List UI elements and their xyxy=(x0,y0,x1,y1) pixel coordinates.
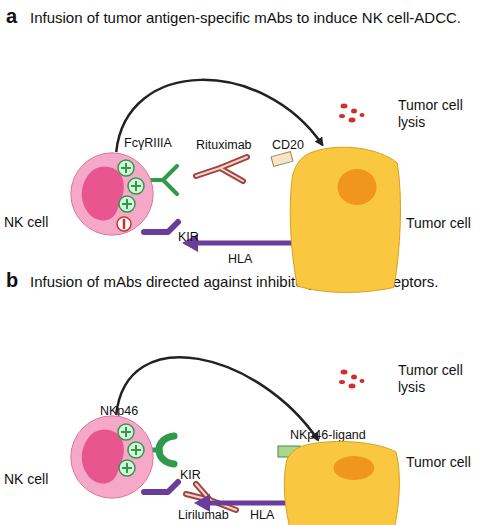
ligand-label: NKp46-ligand xyxy=(290,428,366,443)
tumor-cell-shape xyxy=(282,440,402,525)
plus-mark xyxy=(121,163,131,173)
rituximab-antibody xyxy=(196,157,247,181)
plus-mark xyxy=(122,463,132,473)
receptor-label: FcγRIIIA xyxy=(124,136,172,151)
receptor-label: KIR xyxy=(178,230,199,245)
hla-arrow-line xyxy=(196,241,292,246)
lysis-arrow xyxy=(116,80,322,152)
cell-nucleus xyxy=(82,166,124,220)
cell-label: Tumor cell xyxy=(406,215,471,232)
fragment xyxy=(349,118,356,123)
plus-symbol xyxy=(128,442,144,458)
fragment xyxy=(351,375,357,380)
nk-cell-shape xyxy=(70,415,154,499)
cell-body xyxy=(284,441,399,525)
kir-receptor-shape xyxy=(144,482,178,492)
lysis-fragments xyxy=(339,104,365,123)
cell-body xyxy=(290,147,400,292)
lysis-arrow xyxy=(116,357,318,440)
inhibition-signal xyxy=(117,217,131,231)
antibody-label: Rituximab xyxy=(196,138,252,153)
ligand-label: HLA xyxy=(228,252,252,267)
plus-mark xyxy=(131,445,141,455)
kir-receptor-shape xyxy=(144,222,178,232)
minus-symbol xyxy=(117,217,131,231)
kir-receptor xyxy=(144,222,178,232)
fragment xyxy=(339,114,345,118)
nk-cell: NK cell xyxy=(70,152,154,236)
plus-symbol xyxy=(118,160,134,176)
plus-symbol xyxy=(118,424,134,440)
lirilumab-antibody xyxy=(186,484,236,510)
antibody-inner xyxy=(196,157,247,181)
fragment xyxy=(349,384,356,389)
panel-title: Infusion of mAbs directed against inhibi… xyxy=(30,273,490,291)
fragment xyxy=(351,109,357,114)
ligand-label: HLA xyxy=(250,508,274,523)
cd20-antigen xyxy=(271,152,293,167)
tumor-cell-shape xyxy=(288,145,403,295)
cell-nucleus xyxy=(337,169,376,205)
cell-body xyxy=(71,416,153,498)
activation-signals xyxy=(118,160,144,476)
hla-arrow-line xyxy=(208,501,290,506)
nkp46-cup xyxy=(159,436,174,464)
fragment xyxy=(341,104,348,109)
fragment xyxy=(360,113,365,117)
antibody-outline xyxy=(186,484,236,510)
tumor-cell: Tumor cell xyxy=(288,145,403,295)
fragment xyxy=(360,379,365,383)
plus-mark xyxy=(131,181,141,191)
plus-mark xyxy=(121,427,131,437)
cell-nucleus xyxy=(334,456,375,480)
cell-nucleus xyxy=(82,429,124,483)
receptor-label: KIR xyxy=(180,468,201,483)
nk-cell-shape xyxy=(70,152,154,236)
antibody-inner xyxy=(186,484,236,510)
plus-symbol xyxy=(119,196,135,212)
cell-label: NK cell xyxy=(4,471,48,488)
cell-body xyxy=(71,153,153,235)
minus-mark xyxy=(123,219,126,229)
panel-letter: b xyxy=(6,268,18,292)
antibody-outline xyxy=(196,157,247,181)
antibody-label: Lirilumab xyxy=(178,508,229,523)
plus-marks xyxy=(121,163,141,473)
tumor-cell: Tumor cell xyxy=(282,440,402,525)
outcome-label: Tumor cell lysis xyxy=(398,362,478,396)
outcome-label: Tumor cell lysis xyxy=(398,97,478,131)
cell-label: Tumor cell xyxy=(406,454,471,471)
cell-label: NK cell xyxy=(4,214,48,231)
nk-cell: NK cell xyxy=(70,415,154,499)
fragment xyxy=(341,370,348,375)
plus-mark xyxy=(122,199,132,209)
panel-letter: a xyxy=(6,4,17,28)
panel-title: Infusion of tumor antigen-specific mAbs … xyxy=(30,9,490,27)
lysis-fragments xyxy=(339,370,365,389)
kir-receptor xyxy=(144,482,178,492)
antigen-label: CD20 xyxy=(272,138,304,153)
fragment xyxy=(339,380,345,384)
plus-symbol xyxy=(128,178,144,194)
plus-symbol xyxy=(119,460,135,476)
